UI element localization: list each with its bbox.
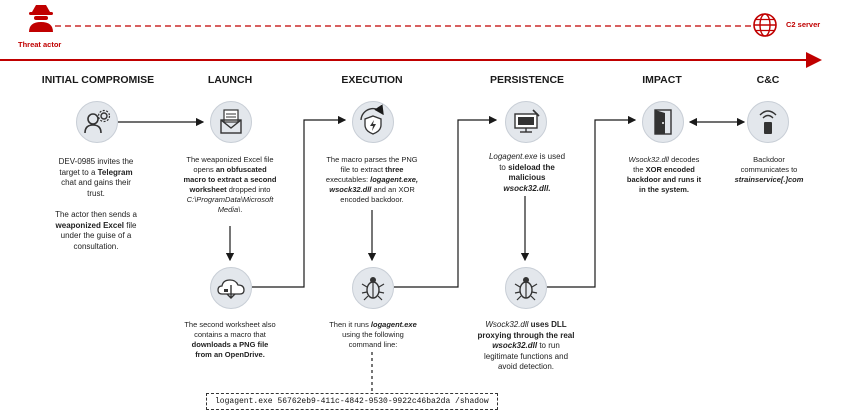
persistence-dll-description: Wsock32.dll uses DLL proxying through th…	[477, 320, 575, 371]
user-gear-icon	[76, 101, 118, 143]
stage-title-persistence: PERSISTENCE	[489, 74, 565, 86]
cnc-description: Backdoor communicates to strainservice[.…	[734, 155, 804, 184]
execution-run-description: Then it runs logagent.exe using the foll…	[329, 320, 417, 349]
threat-actor-label: Threat actor	[18, 40, 62, 49]
threat-actor-icon	[24, 2, 58, 32]
impact-description: Wsock32.dll decodes the XOR encoded back…	[626, 155, 702, 194]
stage-title-initial-compromise: INITIAL COMPROMISE	[41, 74, 155, 86]
c2-server-label: C2 server	[786, 20, 821, 29]
arrow-cloud-to-execution	[252, 115, 347, 288]
shield-lightning-icon	[352, 101, 394, 143]
stage-title-cnc: C&C	[756, 74, 780, 86]
bug-icon	[505, 267, 547, 309]
persistence-description: Logagent.exe is used to sideload the mal…	[488, 152, 566, 193]
execution-description: The macro parses the PNG file to extract…	[325, 155, 419, 204]
arrow-bug-to-impact	[547, 115, 637, 288]
launch-second-description: The second worksheet also contains a mac…	[184, 320, 276, 359]
door-icon	[642, 101, 684, 143]
stage-title-launch: LAUNCH	[207, 74, 253, 86]
initial-compromise-description-2: The actor then sends a weaponized Excel …	[55, 210, 137, 251]
stage-title-impact: IMPACT	[642, 74, 682, 86]
arrow-bug-to-persistence	[394, 115, 498, 288]
initial-compromise-description: DEV-0985 invites the target to a Telegra…	[58, 157, 134, 198]
command-line-box: logagent.exe 56762eb9-411c-4842-9530-992…	[206, 393, 498, 410]
cloud-download-icon	[210, 267, 252, 309]
globe-icon	[752, 12, 778, 38]
bug-icon	[352, 267, 394, 309]
email-document-icon	[210, 101, 252, 143]
stage-title-execution: EXECUTION	[341, 74, 403, 86]
launch-description: The weaponized Excel file opens an obfus…	[183, 155, 277, 214]
wireless-beacon-icon	[747, 101, 789, 143]
monitor-icon	[505, 101, 547, 143]
